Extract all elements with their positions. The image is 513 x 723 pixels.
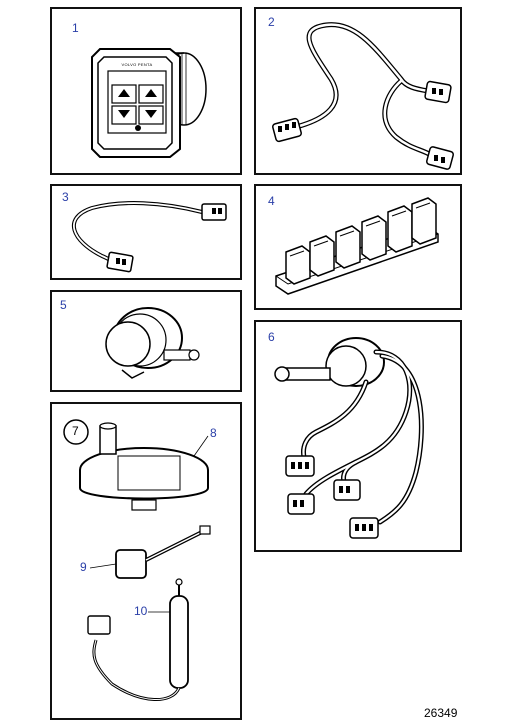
panel-1-control-unit: 1 VOLVO PENTA <box>50 7 242 175</box>
item-number-4: 4 <box>268 194 275 208</box>
panel-6-sensor-harness: 6 <box>254 320 462 552</box>
connector-block-illustration <box>275 197 439 295</box>
item-number-3: 3 <box>62 190 69 204</box>
item-number-2: 2 <box>268 15 275 29</box>
panel-2-y-harness: 2 <box>254 7 462 175</box>
item-number-9: 9 <box>80 560 87 574</box>
panel-4-connector-block: 4 <box>254 184 462 310</box>
item-number-6: 6 <box>268 330 275 344</box>
item-number-5: 5 <box>60 298 67 312</box>
y-harness-illustration <box>272 22 454 170</box>
item-number-8: 8 <box>210 426 217 440</box>
panel-7-tool-kit: 7 8 9 10 <box>50 402 242 720</box>
item-number-10: 10 <box>134 604 148 618</box>
panel-3-cable: 3 <box>50 184 242 280</box>
control-unit-illustration <box>91 48 207 158</box>
sensor-harness-illustration <box>274 337 424 539</box>
sender-illustration <box>105 307 200 379</box>
cable-illustration <box>71 201 227 273</box>
item-number-1: 1 <box>72 21 79 35</box>
tool-kit-illustration <box>63 419 211 701</box>
panel-badge-text: VOLVO PENTA <box>121 62 153 67</box>
panel-5-sender: 5 <box>50 290 242 392</box>
item-number-7: 7 <box>72 424 79 438</box>
drawing-reference-number: 26349 <box>424 706 458 720</box>
